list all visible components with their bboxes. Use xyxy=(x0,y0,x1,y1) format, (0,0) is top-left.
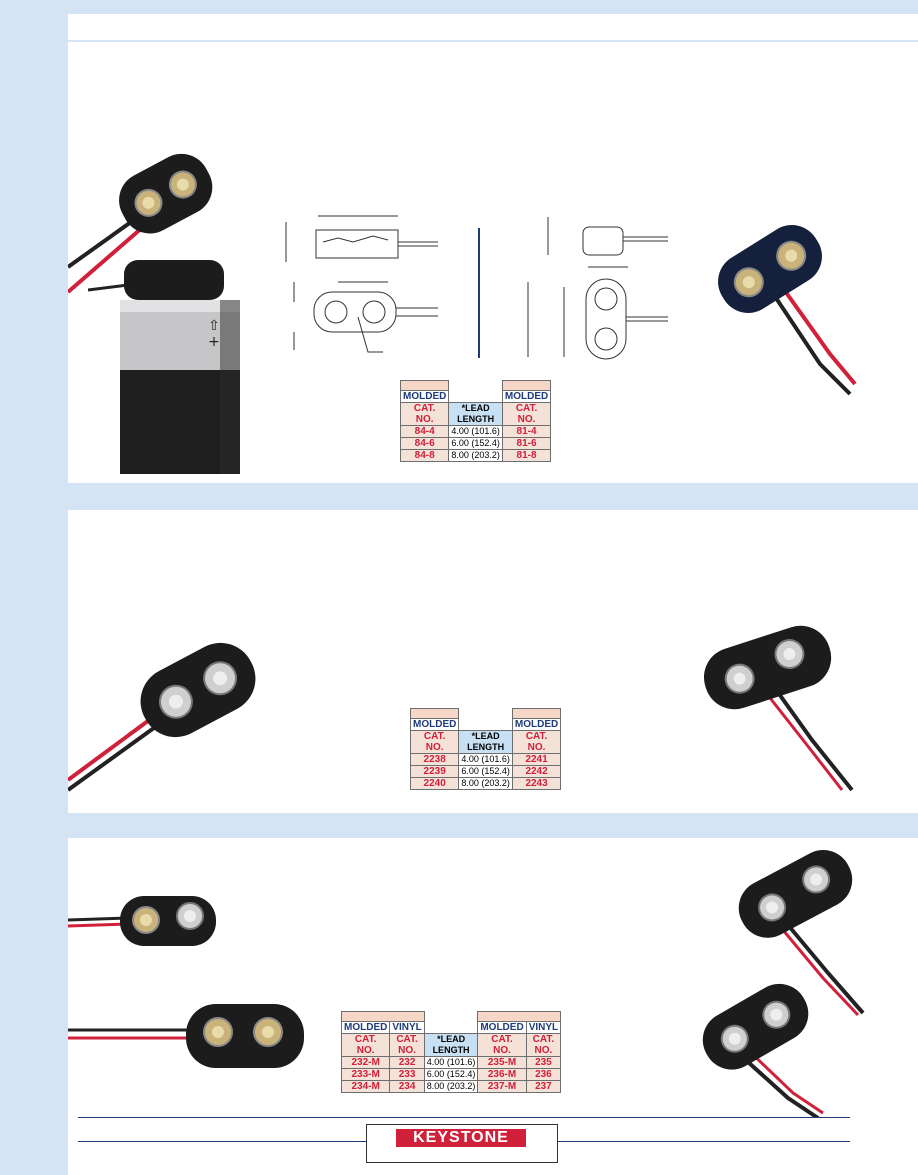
part-number: 81-4 xyxy=(501,425,552,438)
divider-band xyxy=(68,40,918,42)
material-label: VINYL xyxy=(389,1021,425,1034)
part-number: 232-M xyxy=(340,1056,391,1069)
svg-text:+: + xyxy=(208,334,220,350)
spec-table-3: MOLDED VINYL MOLDED VINYL CAT.NO. CAT.NO… xyxy=(340,1011,562,1093)
9v-battery-photo: ⇧ + xyxy=(88,260,240,474)
part-number: 235-M xyxy=(477,1056,527,1069)
part-number: 236-M xyxy=(477,1068,527,1081)
cat-no-header: CAT.NO. xyxy=(399,402,450,426)
lead-length-value: 8.00 (203.2) xyxy=(448,449,503,462)
lead-length-value: 6.00 (152.4) xyxy=(458,765,513,778)
section-band xyxy=(68,483,918,510)
lead-length-value: 8.00 (203.2) xyxy=(423,1080,479,1093)
lead-length-value: 8.00 (203.2) xyxy=(458,777,513,790)
battery-snap-photo-right xyxy=(702,983,824,1118)
table-row: 84-8 8.00 (203.2) 81-8 xyxy=(399,449,552,462)
part-number: 81-8 xyxy=(501,449,552,462)
cat-no-header: CAT.NO. xyxy=(501,402,552,426)
cat-no-header: CAT.NO. xyxy=(511,730,562,754)
part-number: 2242 xyxy=(511,765,562,778)
table-gap xyxy=(424,1011,478,1034)
header-band-right xyxy=(511,708,562,719)
table-row: 234-M 234 8.00 (203.2) 237-M 237 xyxy=(340,1080,562,1093)
lead-length-value: 6.00 (152.4) xyxy=(423,1068,479,1081)
material-label: MOLDED xyxy=(501,390,552,403)
battery-snap-photo xyxy=(68,642,256,792)
battery-snap-photo xyxy=(68,1004,304,1068)
part-number: 235 xyxy=(525,1056,562,1069)
table-row: 2240 8.00 (203.2) 2243 xyxy=(409,777,562,790)
header-band-right xyxy=(501,380,552,391)
section-3: MOLDED VINYL MOLDED VINYL CAT.NO. CAT.NO… xyxy=(68,838,918,1175)
top-strip xyxy=(68,14,918,40)
cat-no-header: CAT.NO. xyxy=(409,730,460,754)
part-number: 81-6 xyxy=(501,437,552,450)
battery-snap-photo-right xyxy=(718,224,857,396)
part-number: 232 xyxy=(389,1056,425,1069)
part-number: 236 xyxy=(525,1068,562,1081)
keystone-logo: KEYSTONE xyxy=(366,1124,558,1163)
material-label: MOLDED xyxy=(399,390,450,403)
part-number: 234 xyxy=(389,1080,425,1093)
table-row: 2239 6.00 (152.4) 2242 xyxy=(409,765,562,778)
top-band xyxy=(68,0,918,14)
svg-text:⇧: ⇧ xyxy=(208,318,220,334)
cat-no-header: CAT.NO. xyxy=(525,1033,562,1057)
battery-snap-photo-right xyxy=(738,849,865,1017)
drawing-divider xyxy=(478,228,480,358)
lead-length-value: 6.00 (152.4) xyxy=(448,437,503,450)
battery-snap-photo xyxy=(68,153,213,294)
part-number: 84-6 xyxy=(399,437,450,450)
part-number: 233 xyxy=(389,1068,425,1081)
cat-no-header: CAT.NO. xyxy=(389,1033,425,1057)
part-number: 2241 xyxy=(511,753,562,766)
dimension-drawing-side xyxy=(285,215,438,353)
table-gap xyxy=(448,380,503,403)
part-number: 2239 xyxy=(409,765,460,778)
part-number: 84-4 xyxy=(399,425,450,438)
lead-length-value: 4.00 (101.6) xyxy=(448,425,503,438)
part-number: 233-M xyxy=(340,1068,391,1081)
material-label: MOLDED xyxy=(409,718,460,731)
cat-no-header: CAT.NO. xyxy=(477,1033,527,1057)
material-label: MOLDED xyxy=(477,1021,527,1034)
lead-length-value: 4.00 (101.6) xyxy=(423,1056,479,1069)
table-row: 233-M 233 6.00 (152.4) 236-M 236 xyxy=(340,1068,562,1081)
lead-length-value: 4.00 (101.6) xyxy=(458,753,513,766)
header-band-left xyxy=(341,1011,425,1022)
section-band xyxy=(68,813,918,838)
battery-snap-photo-right xyxy=(703,625,854,792)
material-label: VINYL xyxy=(525,1021,562,1034)
table-row: 84-6 6.00 (152.4) 81-6 xyxy=(399,437,552,450)
header-band-left xyxy=(409,708,460,719)
part-number: 2243 xyxy=(511,777,562,790)
dimension-drawing-end xyxy=(527,217,668,360)
footer-rule-top xyxy=(78,1117,850,1118)
part-number: 237 xyxy=(525,1080,562,1093)
section-1: ⇧ + xyxy=(68,42,918,483)
material-label: MOLDED xyxy=(340,1021,391,1034)
table-row: 2238 4.00 (101.6) 2241 xyxy=(409,753,562,766)
table-row: 84-4 4.00 (101.6) 81-4 xyxy=(399,425,552,438)
cat-no-header: CAT.NO. xyxy=(340,1033,391,1057)
table-gap xyxy=(458,708,513,731)
table-row: 232-M 232 4.00 (101.6) 235-M 235 xyxy=(340,1056,562,1069)
battery-snap-photo xyxy=(68,896,216,946)
part-number: 234-M xyxy=(340,1080,391,1093)
left-margin-band xyxy=(0,0,68,1175)
part-number: 237-M xyxy=(477,1080,527,1093)
part-number: 84-8 xyxy=(399,449,450,462)
material-label: MOLDED xyxy=(511,718,562,731)
part-number: 2240 xyxy=(409,777,460,790)
part-number: 2238 xyxy=(409,753,460,766)
header-band-right xyxy=(477,1011,562,1022)
header-band-left xyxy=(399,380,450,391)
logo-text: KEYSTONE xyxy=(396,1129,526,1147)
